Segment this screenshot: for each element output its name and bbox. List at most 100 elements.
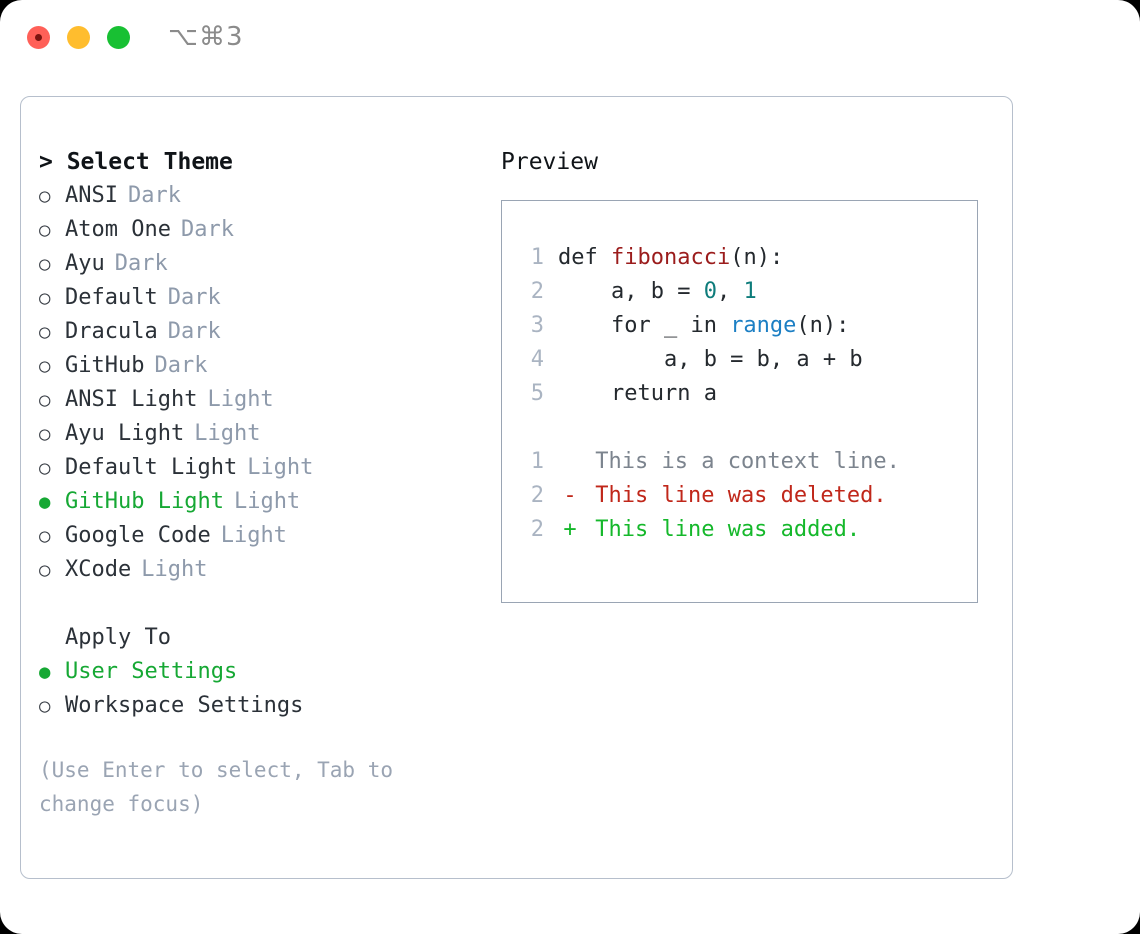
theme-option-label: Google Code xyxy=(65,523,211,548)
theme-variant-tag: Dark xyxy=(127,183,181,208)
theme-variant-tag: Dark xyxy=(180,217,234,242)
code-line-number: 5 xyxy=(530,381,544,406)
code-line-text: for _ in range(n): xyxy=(558,309,849,343)
code-line-text: return a xyxy=(558,377,717,411)
radio-unselected-icon: ○ xyxy=(39,321,51,343)
code-token-plain: , xyxy=(716,279,744,304)
code-line-number: 1 xyxy=(530,245,544,270)
preview-gap xyxy=(502,411,977,445)
code-token-plain: def xyxy=(558,245,611,270)
apply-to-list[interactable]: ● User Settings ○ Workspace Settings xyxy=(39,655,494,723)
theme-option-default-light[interactable]: ○ Default Light Light xyxy=(39,451,494,485)
diff-line-text: This is a context line. xyxy=(582,449,900,474)
code-line-text: a, b = 0, 1 xyxy=(558,275,757,309)
diff-line-del: 2- This line was deleted. xyxy=(502,479,977,513)
diff-marker: - xyxy=(563,483,577,508)
theme-variant-tag: Dark xyxy=(167,319,221,344)
radio-unselected-icon: ○ xyxy=(39,287,51,309)
theme-variant-tag: Light xyxy=(194,421,261,446)
theme-option-label: Atom One xyxy=(65,217,171,242)
apply-to-option-user-settings[interactable]: ● User Settings xyxy=(39,655,494,689)
maximize-button[interactable] xyxy=(107,26,130,49)
theme-option-label: Ayu Light xyxy=(65,421,185,446)
code-line: 5 return a xyxy=(502,377,977,411)
keyboard-hint-text: (Use Enter to select, Tab to change focu… xyxy=(39,758,394,816)
theme-variant-tag: Dark xyxy=(167,285,221,310)
diff-line-number: 2 xyxy=(530,517,544,542)
radio-unselected-icon: ○ xyxy=(39,559,51,581)
theme-option-label: GitHub xyxy=(65,353,145,378)
radio-unselected-icon: ○ xyxy=(39,423,51,445)
radio-unselected-icon: ○ xyxy=(39,219,51,241)
close-button[interactable] xyxy=(27,26,50,49)
theme-option-label: GitHub Light xyxy=(65,489,224,514)
apply-to-heading: Apply To xyxy=(65,625,171,650)
theme-option-label: Dracula xyxy=(65,319,158,344)
diff-line-text: This line was deleted. xyxy=(582,483,887,508)
radio-unselected-icon: ○ xyxy=(39,389,51,411)
theme-option-label: Ayu xyxy=(65,251,105,276)
theme-option-ansi-light[interactable]: ○ ANSI Light Light xyxy=(39,383,494,417)
code-token-plain: for _ in xyxy=(558,313,731,338)
code-line-number: 2 xyxy=(530,279,544,304)
radio-unselected-icon: ○ xyxy=(39,695,51,717)
theme-option-label: Default xyxy=(65,285,158,310)
radio-unselected-icon: ○ xyxy=(39,355,51,377)
theme-option-ayu[interactable]: ○ Ayu Dark xyxy=(39,247,494,281)
preview-heading: Preview xyxy=(501,149,598,175)
select-theme-heading: > Select Theme xyxy=(39,149,233,175)
keyboard-shortcut-label: ⌥⌘3 xyxy=(168,22,244,52)
window-controls xyxy=(27,26,130,49)
code-line: 1 def fibonacci(n): xyxy=(502,241,977,275)
theme-variant-tag: Light xyxy=(247,455,314,480)
code-token-num: 0 xyxy=(703,279,717,304)
apply-to-option-label: User Settings xyxy=(65,659,238,684)
theme-option-default[interactable]: ○ Default Dark xyxy=(39,281,494,315)
theme-option-label: Default Light xyxy=(65,455,238,480)
radio-unselected-icon: ○ xyxy=(39,457,51,479)
diff-line-ctx: 1 This is a context line. xyxy=(502,445,977,479)
radio-selected-icon: ● xyxy=(39,661,51,683)
apply-to-option-label: Workspace Settings xyxy=(65,693,304,718)
apply-to-heading-row: ○ Apply To xyxy=(39,621,494,655)
code-token-plain: (n): xyxy=(730,245,784,270)
code-line: 3 for _ in range(n): xyxy=(502,309,977,343)
theme-variant-tag: Light xyxy=(220,523,287,548)
code-line: 2 a, b = 0, 1 xyxy=(502,275,977,309)
diff-marker: + xyxy=(563,517,577,542)
radio-unselected-icon: ○ xyxy=(39,253,51,275)
code-line-text: def fibonacci(n): xyxy=(558,241,783,275)
apply-to-heading-spacer: ○ xyxy=(39,621,65,655)
theme-option-dracula[interactable]: ○ Dracula Dark xyxy=(39,315,494,349)
code-token-num: 1 xyxy=(743,279,757,304)
theme-option-label: ANSI Light xyxy=(65,387,198,412)
theme-option-ayu-light[interactable]: ○ Ayu Light Light xyxy=(39,417,494,451)
code-token-fn: fibonacci xyxy=(610,245,731,270)
theme-variant-tag: Light xyxy=(233,489,301,514)
diff-line-text: This line was added. xyxy=(582,517,861,542)
radio-unselected-icon: ○ xyxy=(39,185,51,207)
title-bar: ⌥⌘3 xyxy=(0,0,1140,78)
code-line-number: 3 xyxy=(530,313,544,338)
code-token-plain: return a xyxy=(558,381,717,406)
minimize-button[interactable] xyxy=(67,26,90,49)
diff-line-number: 2 xyxy=(530,483,544,508)
code-token-plain: a, b = b, a + b xyxy=(558,347,863,372)
theme-variant-tag: Dark xyxy=(114,251,168,276)
code-line-number: 4 xyxy=(530,347,544,372)
apply-to-option-workspace-settings[interactable]: ○ Workspace Settings xyxy=(39,689,494,723)
theme-option-atom-one[interactable]: ○ Atom One Dark xyxy=(39,213,494,247)
theme-variant-tag: Light xyxy=(207,387,274,412)
